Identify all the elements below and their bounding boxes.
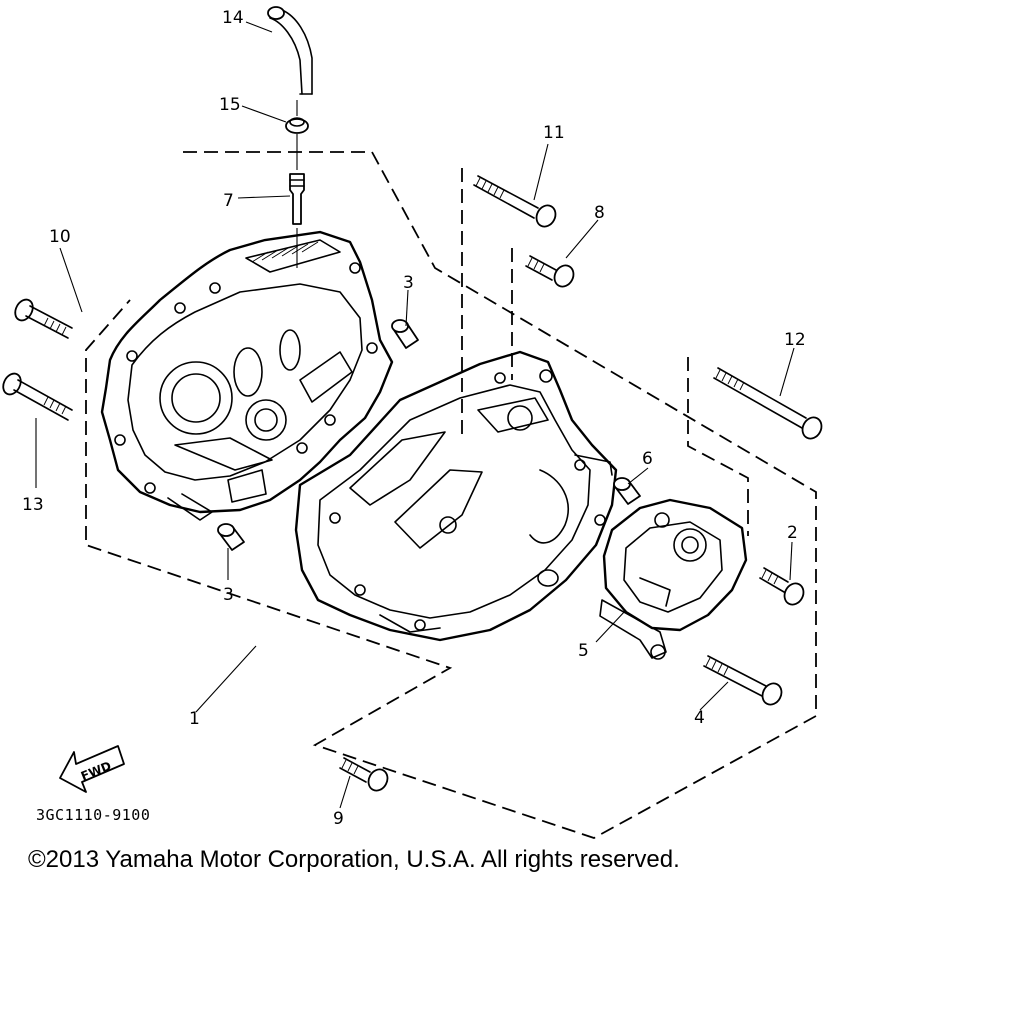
label-part-13: 13	[22, 495, 44, 515]
label-part-15: 15	[219, 95, 241, 115]
label-part-14: 14	[222, 8, 244, 28]
label-part-1: 1	[189, 709, 200, 729]
label-part-3-lower: 3	[223, 585, 234, 605]
dowel-pin-3-lower	[217, 523, 245, 551]
bolt-10	[14, 298, 73, 339]
bolt-11	[473, 175, 557, 228]
crankcase-left-half	[100, 230, 394, 521]
label-part-2: 2	[787, 523, 798, 543]
label-part-4: 4	[694, 708, 705, 728]
label-part-10: 10	[49, 227, 71, 247]
copyright-notice: ©2013 Yamaha Motor Corporation, U.S.A. A…	[28, 846, 680, 873]
label-part-3-upper: 3	[403, 273, 414, 293]
diagram-reference-code: 3GC1110-9100	[36, 806, 150, 824]
crankcase-cover	[599, 498, 748, 660]
forward-arrow-icon: FWD	[59, 745, 125, 793]
label-part-11: 11	[543, 123, 565, 143]
label-part-7: 7	[223, 191, 234, 211]
breather-fitting-7	[289, 173, 305, 225]
label-part-12: 12	[784, 330, 806, 350]
hose-clip-15	[285, 117, 309, 134]
bolt-2	[759, 567, 805, 606]
label-part-9: 9	[333, 809, 344, 829]
breather-hose-14	[267, 6, 313, 95]
bolt-8	[525, 255, 575, 288]
assembly-boundary	[85, 151, 817, 839]
label-part-5: 5	[578, 641, 589, 661]
label-part-6: 6	[642, 449, 653, 469]
dowel-pin-3-upper	[391, 319, 419, 349]
bolt-13	[2, 372, 73, 421]
leader-lines	[35, 21, 795, 809]
bolt-4	[703, 655, 783, 706]
crankcase-right-half	[294, 350, 618, 642]
label-part-8: 8	[594, 203, 605, 223]
bolt-9	[339, 757, 389, 792]
bolt-12	[713, 367, 823, 440]
dowel-pin-6	[613, 477, 641, 505]
